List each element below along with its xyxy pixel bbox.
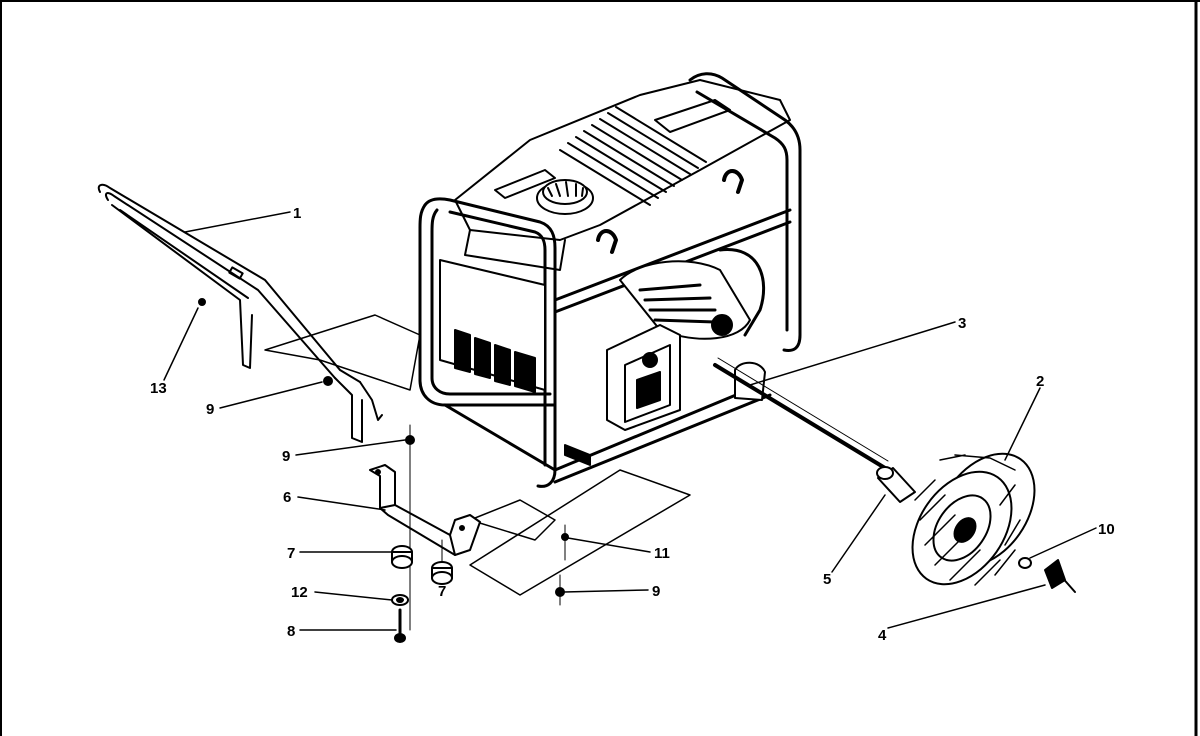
callout-9c: 9: [652, 583, 660, 600]
callout-13: 13: [150, 380, 167, 397]
callout-7a: 7: [287, 545, 295, 562]
callout-9a: 9: [206, 401, 214, 418]
wheel-hardware: [1018, 557, 1076, 593]
handle-part-1: [97, 183, 383, 443]
frame-tubes: [418, 72, 802, 488]
callout-11: 11: [654, 545, 670, 562]
frame-feet: [564, 361, 766, 466]
callout-3: 3: [958, 315, 966, 332]
engine-block: [439, 248, 766, 393]
mounting-bracket-part-6: [369, 464, 481, 556]
callout-7b: 7: [438, 583, 446, 600]
generator-assembly: [418, 72, 802, 488]
callout-12: 12: [291, 584, 308, 601]
bushing-part-5: [876, 466, 916, 503]
callout-2: 2: [1036, 373, 1044, 390]
callout-9b: 9: [282, 448, 290, 465]
axle-part-3: [713, 357, 889, 470]
wheel-part-2: [911, 452, 1036, 586]
ground-outlines: [264, 314, 691, 596]
callout-6: 6: [283, 489, 291, 506]
callout-4: 4: [878, 627, 887, 644]
callout-1: 1: [293, 205, 301, 222]
hardware-parts: [391, 424, 569, 643]
callout-labels: 1 2 3 4 5 6 7 7 8 9 9 9 10 11 12 13: [150, 205, 1115, 644]
fuel-cap: [536, 179, 594, 215]
callout-10: 10: [1098, 521, 1115, 538]
leader-lines: [163, 211, 1097, 631]
callout-8: 8: [287, 623, 295, 640]
callout-5: 5: [823, 571, 831, 588]
control-panel: [606, 324, 681, 431]
